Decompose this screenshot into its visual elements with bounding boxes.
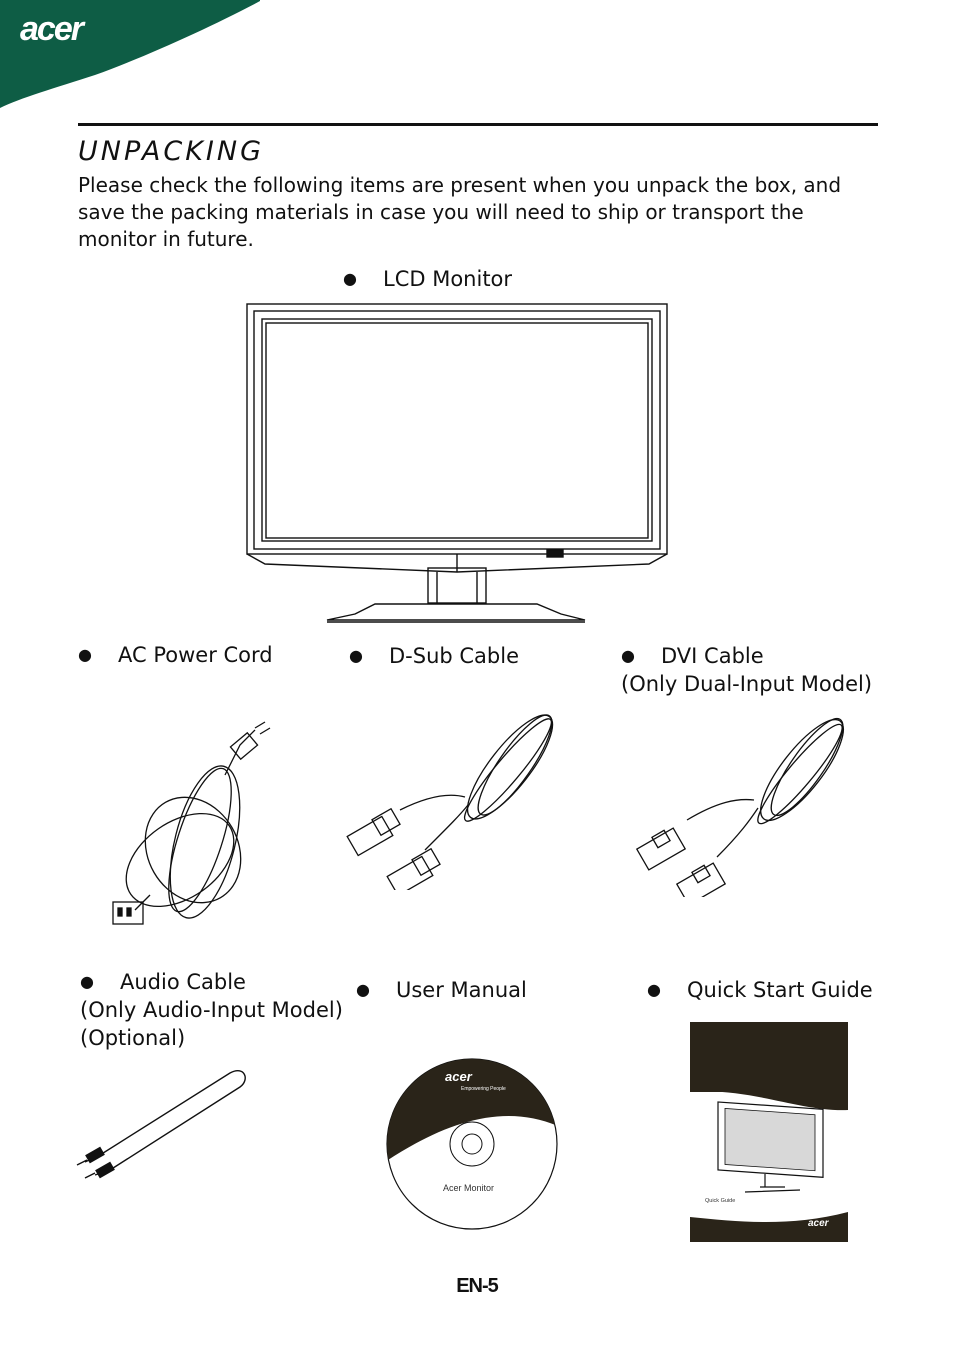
item-label: LCD Monitor xyxy=(383,267,513,291)
disc-label: Acer Monitor xyxy=(443,1183,494,1193)
bullet: ● xyxy=(343,269,357,288)
bullet: ● xyxy=(356,980,370,999)
audio-cable-illustration xyxy=(75,1065,250,1180)
item-user-manual: ● User Manual xyxy=(356,976,527,1004)
brand-tab: acer xyxy=(0,0,260,110)
acer-logo: acer xyxy=(20,10,86,48)
item-dsub-cable: ● D-Sub Cable xyxy=(349,642,519,670)
quick-start-guide-cover: Quick Guide acer xyxy=(690,1022,848,1242)
bullet: ● xyxy=(78,645,92,664)
cover-acer-logo: acer xyxy=(808,1218,830,1229)
disc-acer-logo: acer xyxy=(445,1069,473,1084)
user-manual-disc: acer Empowering People Acer Monitor xyxy=(385,1057,560,1232)
item-label: Audio Cable xyxy=(120,970,246,994)
item-ac-power-cord: ● AC Power Cord xyxy=(78,641,273,669)
power-cord-illustration xyxy=(105,720,275,930)
section-title: UNPACKING xyxy=(78,136,265,167)
item-label: Quick Start Guide xyxy=(687,978,873,1002)
item-label: User Manual xyxy=(396,978,527,1002)
dvi-cable-illustration xyxy=(632,712,857,897)
item-lcd-monitor: ● LCD Monitor xyxy=(343,265,512,293)
item-quick-start-guide: ● Quick Start Guide xyxy=(647,976,873,1004)
dsub-cable-illustration xyxy=(340,705,565,890)
intro-paragraph: Please check the following items are pre… xyxy=(78,173,842,251)
header-rule xyxy=(78,123,878,126)
bullet: ● xyxy=(349,646,363,665)
item-note: (Only Audio-Input Model) xyxy=(80,998,343,1022)
cover-title: Quick Guide xyxy=(705,1198,735,1204)
item-dvi-cable: ● DVI Cable (Only Dual-Input Model) xyxy=(621,642,872,698)
page-number: EN-5 xyxy=(456,1275,499,1297)
bullet: ● xyxy=(621,646,635,665)
item-note: (Only Dual-Input Model) xyxy=(621,672,873,696)
item-label: DVI Cable xyxy=(661,644,764,668)
bullet: ● xyxy=(80,972,94,991)
item-label: AC Power Cord xyxy=(118,643,273,667)
bullet: ● xyxy=(647,980,661,999)
item-note-optional: (Optional) xyxy=(80,1026,186,1050)
monitor-illustration xyxy=(245,302,670,624)
item-label: D-Sub Cable xyxy=(389,644,520,668)
item-audio-cable: ● Audio Cable (Only Audio-Input Model) (O… xyxy=(80,968,343,1052)
disc-tagline: Empowering People xyxy=(461,1086,506,1092)
